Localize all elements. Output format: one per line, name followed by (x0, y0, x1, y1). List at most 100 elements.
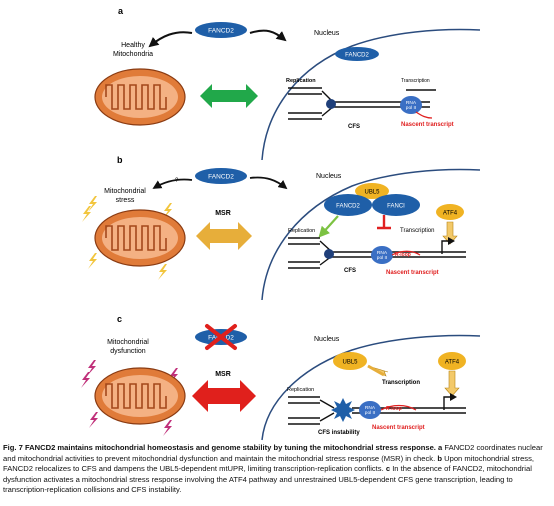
atf4-down-arrow-b (442, 221, 458, 245)
caption-c-letter: c (385, 464, 391, 474)
nascent-label-c: Nascent transcript (372, 425, 425, 431)
replisome-b (324, 249, 334, 259)
caption-title: Fig. 7 FANCD2 maintains mitochondrial ho… (3, 443, 436, 452)
replication-label-c: Replication (287, 387, 314, 393)
green-arrow-to-replication-b (318, 215, 339, 238)
bolt-c-2 (81, 372, 90, 388)
msr-label-c: MSR (215, 371, 231, 378)
mito-label-a-line2: Mitochondria (113, 51, 153, 58)
caption-b-letter: b (437, 453, 442, 463)
rna-pol-c-line2: pol II (365, 410, 375, 416)
rna-pol-b-line2: pol II (377, 255, 387, 261)
fancd2-cytoplasm-a (195, 22, 247, 38)
mitochondrion-b (94, 209, 186, 267)
transcription-label-b: Transcription (400, 228, 434, 234)
msr-label-b: MSR (215, 210, 231, 217)
nascent-label-a: Nascent transcript (401, 122, 454, 128)
rna-pol-b (371, 246, 393, 264)
cfs-label-b: CFS (344, 268, 356, 274)
arrow-fancd2-to-nucleus-b (249, 176, 288, 190)
arrow-fancd2-to-mito-b (152, 178, 193, 189)
transcription-label-c: Transcription (382, 380, 420, 386)
rloop-label-b: R-loop (395, 252, 411, 258)
bolt-b-3 (163, 203, 172, 219)
promoter-arrowhead-b (448, 237, 455, 245)
ubl5-c-label: UBL5 (342, 360, 358, 366)
panel-c-letter: c (117, 314, 122, 324)
absent-cross-icon (205, 324, 237, 350)
panel-c: c FANCD2 Mitochondrial dysfunction MSR N… (81, 314, 481, 441)
promoter-arrowhead-c (450, 393, 457, 401)
atf4-b-label: ATF4 (443, 211, 458, 217)
rna-pol-a-line2: pol II (406, 105, 416, 111)
atf4-down-arrow-c (444, 370, 460, 397)
bolt-c-1 (87, 360, 96, 376)
nuclear-envelope-a (261, 28, 481, 161)
mito-label-c-line1: Mitochondrial (107, 339, 149, 346)
fanci-b (372, 194, 420, 216)
figure-caption: Fig. 7 FANCD2 maintains mitochondrial ho… (3, 443, 551, 496)
ubl5-b (355, 183, 389, 199)
fancd2-nucleus-b (324, 194, 372, 216)
panel-a-letter: a (118, 6, 124, 16)
nucleus-label-a: Nucleus (314, 30, 340, 37)
arrow-fancd2-to-mito-a (148, 31, 193, 48)
fanci-b-label: FANCI (387, 204, 405, 210)
nuclear-envelope-c (261, 334, 481, 441)
inhibition-to-transcription-b (377, 215, 391, 230)
bolt-b-2 (82, 206, 91, 222)
mito-label-c-line2: dysfunction (110, 348, 146, 355)
bolt-b-1 (88, 196, 97, 212)
ubl5-c (333, 352, 367, 370)
nucleus-label-c: Nucleus (314, 336, 340, 343)
ubl5-arrow-shaft-c (367, 364, 385, 377)
rna-pol-a (400, 96, 422, 114)
mitochondrion-a (94, 68, 186, 126)
fancd2-nucleus-b-label: FANCD2 (336, 204, 360, 210)
cfs-label-c: CFS instability (318, 430, 360, 436)
atf4-b (436, 204, 464, 220)
fancd2-nucleus-a-label: FANCD2 (345, 53, 369, 59)
red-double-arrow-c (192, 380, 256, 412)
fancd2-nucleus-a (335, 47, 379, 61)
rna-pol-c (359, 401, 381, 419)
rloop-b (391, 250, 421, 256)
panel-a: a FANCD2 Healthy Mitochondria Nucleus FA… (94, 6, 481, 161)
rna-pol-a-line1: RNA (406, 100, 417, 106)
caption-c-text: In the absence of FANCD2, mitochondrial … (3, 464, 532, 495)
caption-b-text: Upon mitochondrial stress, FANCD2 reloca… (3, 453, 535, 474)
cfs-label-a: CFS (348, 124, 360, 130)
atf4-c (438, 352, 466, 370)
replication-label-b: Replication (288, 228, 315, 234)
panel-b-letter: b (117, 155, 123, 165)
green-double-arrow-a (200, 84, 258, 108)
bolt-c-4 (89, 412, 98, 428)
mito-label-b-line1: Mitochondrial (104, 188, 146, 195)
yellow-double-arrow-b (196, 222, 252, 250)
rloop-c (380, 404, 417, 411)
nascent-rna-a (415, 111, 433, 119)
mitochondrion-c (94, 367, 186, 425)
ubl5-b-label: UBL5 (364, 190, 380, 196)
atf4-c-label: ATF4 (445, 360, 460, 366)
mito-label-a-line1: Healthy (121, 42, 145, 49)
collision-burst-c (331, 398, 355, 422)
nascent-label-b: Nascent transcript (386, 270, 439, 276)
question-mark-b: ? (175, 178, 179, 184)
caption-a-letter: a (438, 443, 443, 452)
bolt-c-5 (163, 420, 172, 436)
fancd2-cytoplasm-b-label: FANCD2 (208, 174, 234, 181)
arrow-fancd2-to-nucleus-a (249, 29, 287, 42)
panel-b: b FANCD2 ? Mitochondrial stress MSR Nucl… (82, 155, 481, 301)
caption-a-text: FANCD2 coordinates nuclear and mitochond… (3, 443, 543, 463)
rna-pol-c-line1: RNA (365, 405, 376, 411)
bolt-b-4 (88, 253, 97, 269)
fancd2-cytoplasm-a-label: FANCD2 (208, 28, 234, 35)
rna-pol-b-line1: RNA (377, 250, 388, 256)
transcription-label-a: Transcription (401, 78, 430, 84)
replication-label-a: Replication (286, 78, 316, 84)
bolt-c-3 (169, 368, 178, 384)
replisome-a (326, 99, 336, 109)
nucleus-label-b: Nucleus (316, 173, 342, 180)
